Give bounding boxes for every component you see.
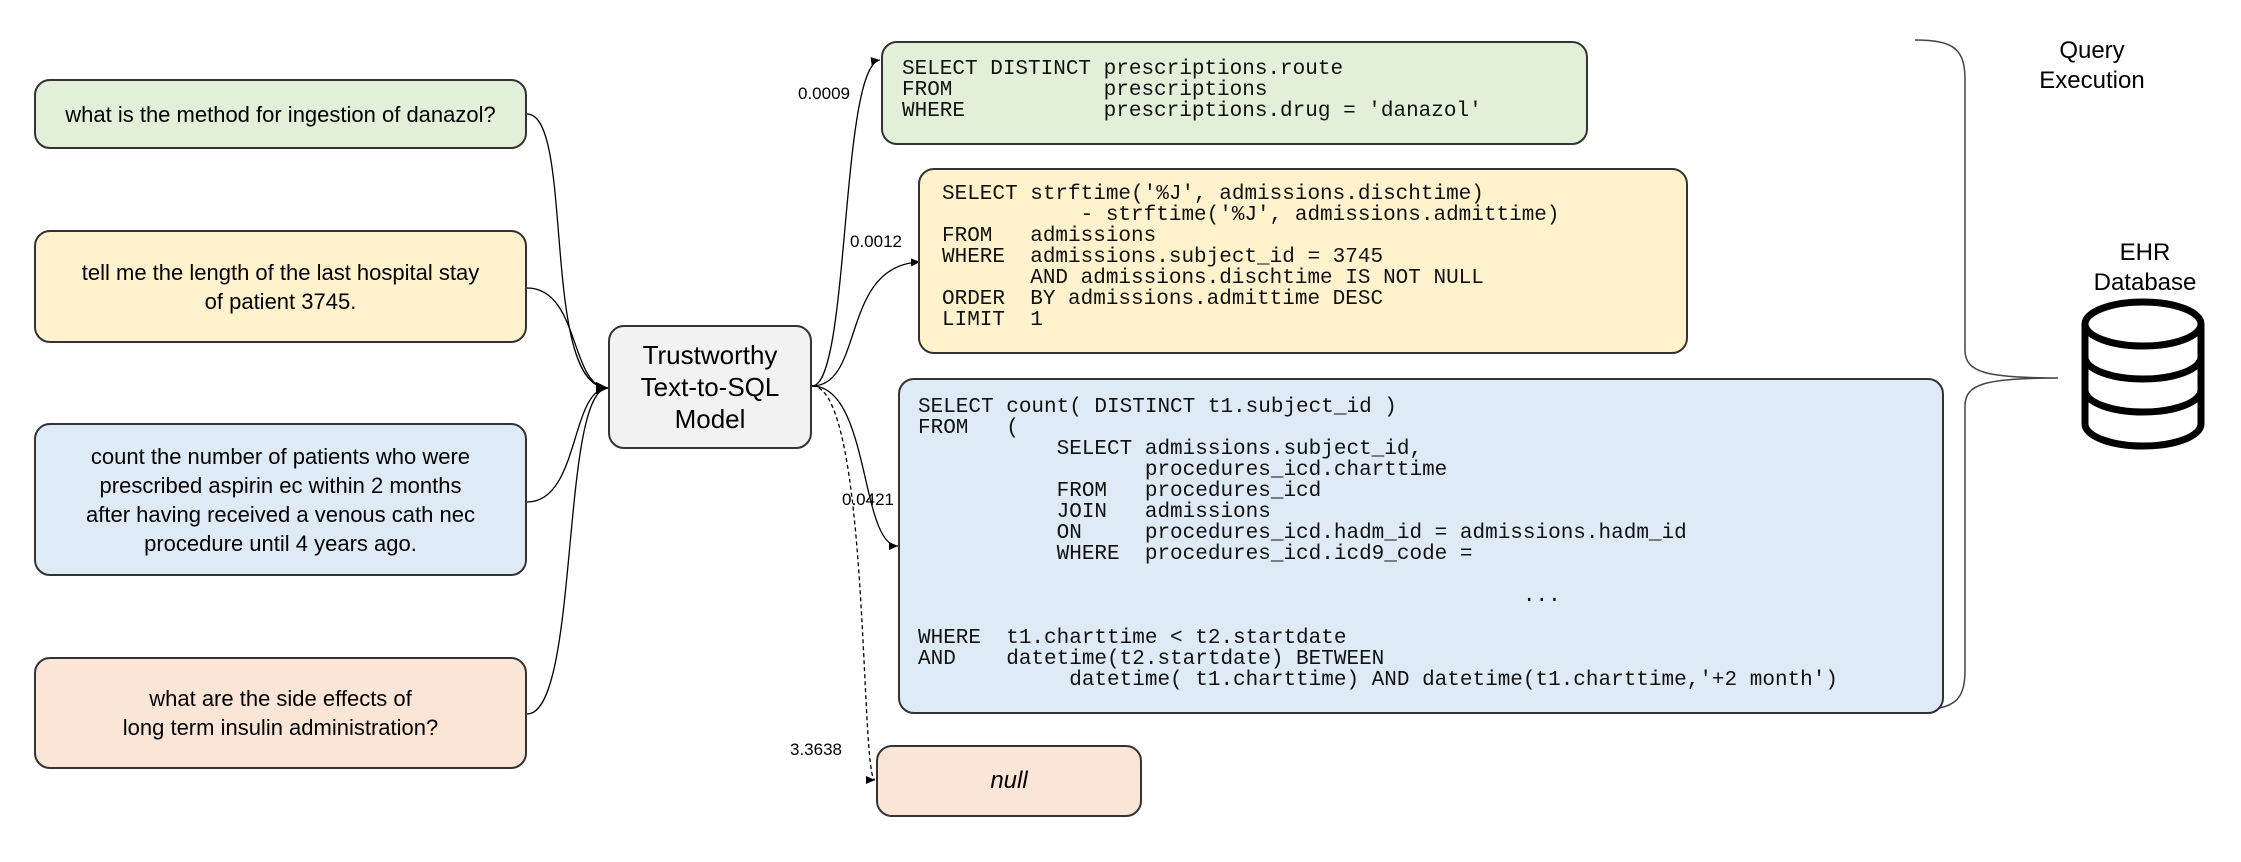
query-execution-brace	[1914, 39, 2059, 711]
query-execution-label: Query Execution	[2039, 37, 2145, 94]
text-to-sql-model-box: Trustworthy Text-to-SQL Model	[608, 325, 812, 449]
score-label: 0.0421	[842, 490, 894, 509]
sql-code: SELECT strftime('%J', admissions.dischti…	[942, 183, 1560, 332]
model-label: Trustworthy Text-to-SQL Model	[640, 340, 780, 434]
question-text: tell me the length of the last hospital …	[81, 259, 480, 314]
database-icon	[2081, 298, 2205, 450]
score-label: 0.0009	[798, 84, 850, 103]
sql-code: SELECT count( DISTINCT t1.subject_id ) F…	[918, 396, 1838, 692]
connector-out1	[811, 57, 881, 387]
connector-q3	[526, 382, 609, 503]
connector-out2	[811, 258, 921, 387]
question-text: what are the side effects of long term i…	[122, 686, 439, 740]
question-text: what is the method for ingestion of dana…	[65, 101, 496, 127]
question-box-aspirin: count the number of patients who were pr…	[34, 423, 527, 576]
connector-out4	[811, 385, 876, 784]
sql-output-box: SELECT count( DISTINCT t1.subject_id ) F…	[898, 378, 1944, 714]
score-label: 0.0012	[850, 232, 902, 251]
null-label: null	[990, 767, 1028, 794]
sql-output-box: SELECT strftime('%J', admissions.dischti…	[918, 168, 1688, 354]
question-box-hospital-stay: tell me the length of the last hospital …	[34, 230, 527, 343]
sql-output-box: SELECT DISTINCT prescriptions.route FROM…	[881, 41, 1588, 145]
connector-q4	[526, 382, 609, 715]
connector-out3	[811, 385, 899, 550]
question-box-danazol: what is the method for ingestion of dana…	[34, 79, 527, 149]
question-box-insulin: what are the side effects of long term i…	[34, 657, 527, 769]
connector-q1	[526, 113, 609, 394]
score-label: 3.3638	[790, 740, 842, 759]
question-text: count the number of patients who were pr…	[86, 443, 475, 556]
connector-q2	[526, 287, 609, 394]
null-output-box: null	[876, 745, 1142, 817]
ehr-database-label: EHR Database	[2093, 239, 2197, 296]
sql-code: SELECT DISTINCT prescriptions.route FROM…	[902, 58, 1482, 123]
